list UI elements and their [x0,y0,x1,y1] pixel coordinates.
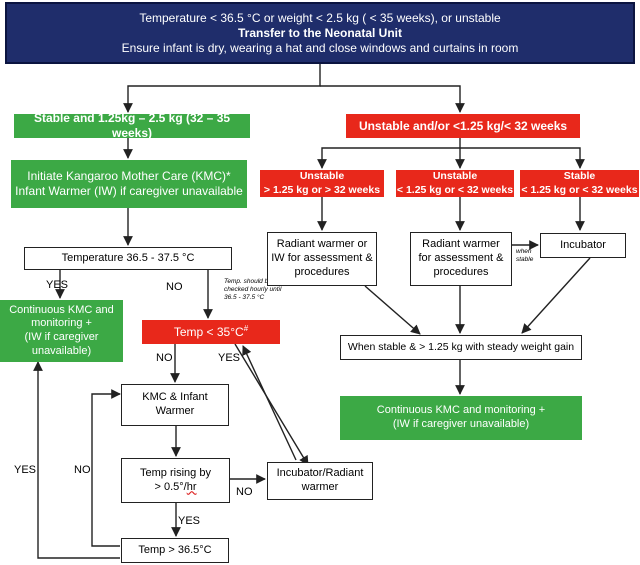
rw1-line3: procedures [294,265,350,278]
col2-line1: Unstable [432,170,478,183]
radiant-warmer-box: Radiant warmer for assessment & procedur… [410,232,512,286]
arrow-final-no-loop [91,389,121,547]
weight-gain-label: When stable & > 1.25 kg with steady weig… [347,340,575,353]
incubator-box: Incubator [540,233,626,258]
arrow-incubator-weight [521,257,591,334]
stable-box: Stable and 1.25kg – 2.5 kg (32 – 35 week… [14,111,250,140]
unstable-main-box: Unstable and/or <1.25 kg/< 32 weeks [346,114,580,138]
arrow-final-yes-loop [33,361,120,559]
kmc-iw-line1: KMC & Infant [142,391,208,404]
no-label-4: NO [236,486,253,498]
temp-range-box: Temperature 36.5 - 37.5 °C [24,247,232,270]
incubator-radiant-line1: Incubator/Radiant [276,467,364,480]
continuous-kmc-right-box: Continuous KMC and monitoring + (IW if c… [340,396,582,440]
continuous-right-line1: Continuous KMC and monitoring + [376,404,546,417]
rising-line2-unit: hr [186,480,197,493]
rw2-line3: procedures [433,265,489,278]
yes-label-4: YES [178,515,201,527]
arrow-header-split [123,64,321,113]
when-stable-note: when stable [516,248,533,264]
radiant-warmer-iw-box: Radiant warmer or IW for assessment & pr… [267,232,377,286]
temp-range-label: Temperature 36.5 - 37.5 °C [61,251,195,264]
temp-low-superscript: # [243,324,249,333]
rising-line1: Temp rising by [140,466,211,479]
temp-check-note: Temp. should be checked hourly until 36.… [224,278,282,302]
rw2-line1: Radiant warmer [422,238,500,251]
weight-gain-box: When stable & > 1.25 kg with steady weig… [340,335,582,360]
arrow-right-right [460,147,585,169]
yes-label-2: YES [218,352,241,364]
stable-label: Stable and 1.25kg – 2.5 kg (32 – 35 week… [33,111,231,140]
stable-col3-box: Stable < 1.25 kg or < 32 weeks [520,170,639,197]
unstable-col1-box: Unstable > 1.25 kg or > 32 weeks [260,170,384,197]
incubator-radiant-line2: warmer [301,481,339,493]
incubator-radiant-box: Incubator/Radiant warmer [267,462,373,500]
temp-final-box: Temp > 36.5°C [121,538,229,563]
temp-low-text: Temp < 35°C [173,325,244,339]
continuous-right-line2: (IW if caregiver unavailable) [392,418,530,430]
kmc-iw-line2: Warmer [155,405,195,417]
continuous-left-line4: unavailable) [31,344,92,357]
temp-low-box: Temp < 35°C# [142,320,280,344]
col1-line1: Unstable [299,170,345,183]
yes-label-1: YES [46,279,69,291]
arrow-right-split [317,137,461,169]
continuous-left-line1: Continuous KMC and [9,303,114,316]
no-label-1: NO [166,281,183,293]
col1-line2: > 1.25 kg or > 32 weeks [263,183,381,196]
kmc-line2: Infant Warmer (IW) if caregiver unavaila… [15,184,243,198]
arrow-header-right [320,85,465,113]
yes-label-3: YES [14,464,37,476]
col3-line2: < 1.25 kg or < 32 weeks [521,183,638,196]
header-box: Temperature < 36.5 °C or weight < 2.5 kg… [5,2,635,64]
kmc-line1: Initiate Kangaroo Mother Care (KMC)* [27,169,231,183]
when-stable-line1: when [516,248,532,255]
incubator-label: Incubator [560,238,606,251]
rw1-line1: Radiant warmer or [276,238,368,251]
arrow-incubator-back [242,345,297,461]
when-stable-line2: stable [516,256,534,264]
rw2-line2: for assessment & [418,252,504,265]
unstable-col2-box: Unstable < 1.25 kg or < 32 weeks [396,170,514,197]
col3-line1: Stable [563,170,596,183]
arrow-rw1-weight [364,285,421,335]
temp-final-label: Temp > 36.5°C [138,543,212,556]
arrow-low-yes [234,343,309,466]
temp-low-label: Temp < 35°C# [174,324,248,340]
continuous-kmc-left-box: Continuous KMC and monitoring + (IW if c… [0,300,123,362]
temp-rising-box: Temp rising by > 0.5°/hr [121,458,230,503]
no-label-2: NO [156,352,173,364]
kmc-infant-warmer-box: KMC & Infant Warmer [121,384,229,426]
continuous-left-line2: monitoring + [31,317,92,330]
no-label-3: NO [74,464,91,476]
kmc-box: Initiate Kangaroo Mother Care (KMC)* Inf… [11,160,247,208]
col2-line2: < 1.25 kg or < 32 weeks [396,183,514,196]
header-line2: Transfer to the Neonatal Unit [237,25,403,40]
header-line3: Ensure infant is dry, wearing a hat and … [121,40,519,55]
continuous-left-line3: (IW if caregiver [24,331,99,343]
rising-line2-value: > 0.5°/ [154,480,187,493]
header-line1: Temperature < 36.5 °C or weight < 2.5 kg… [139,10,501,25]
rising-line2: > 0.5°/hr [154,481,196,495]
unstable-main-label: Unstable and/or <1.25 kg/< 32 weeks [358,118,568,133]
rw1-line2: IW for assessment & [271,252,373,265]
